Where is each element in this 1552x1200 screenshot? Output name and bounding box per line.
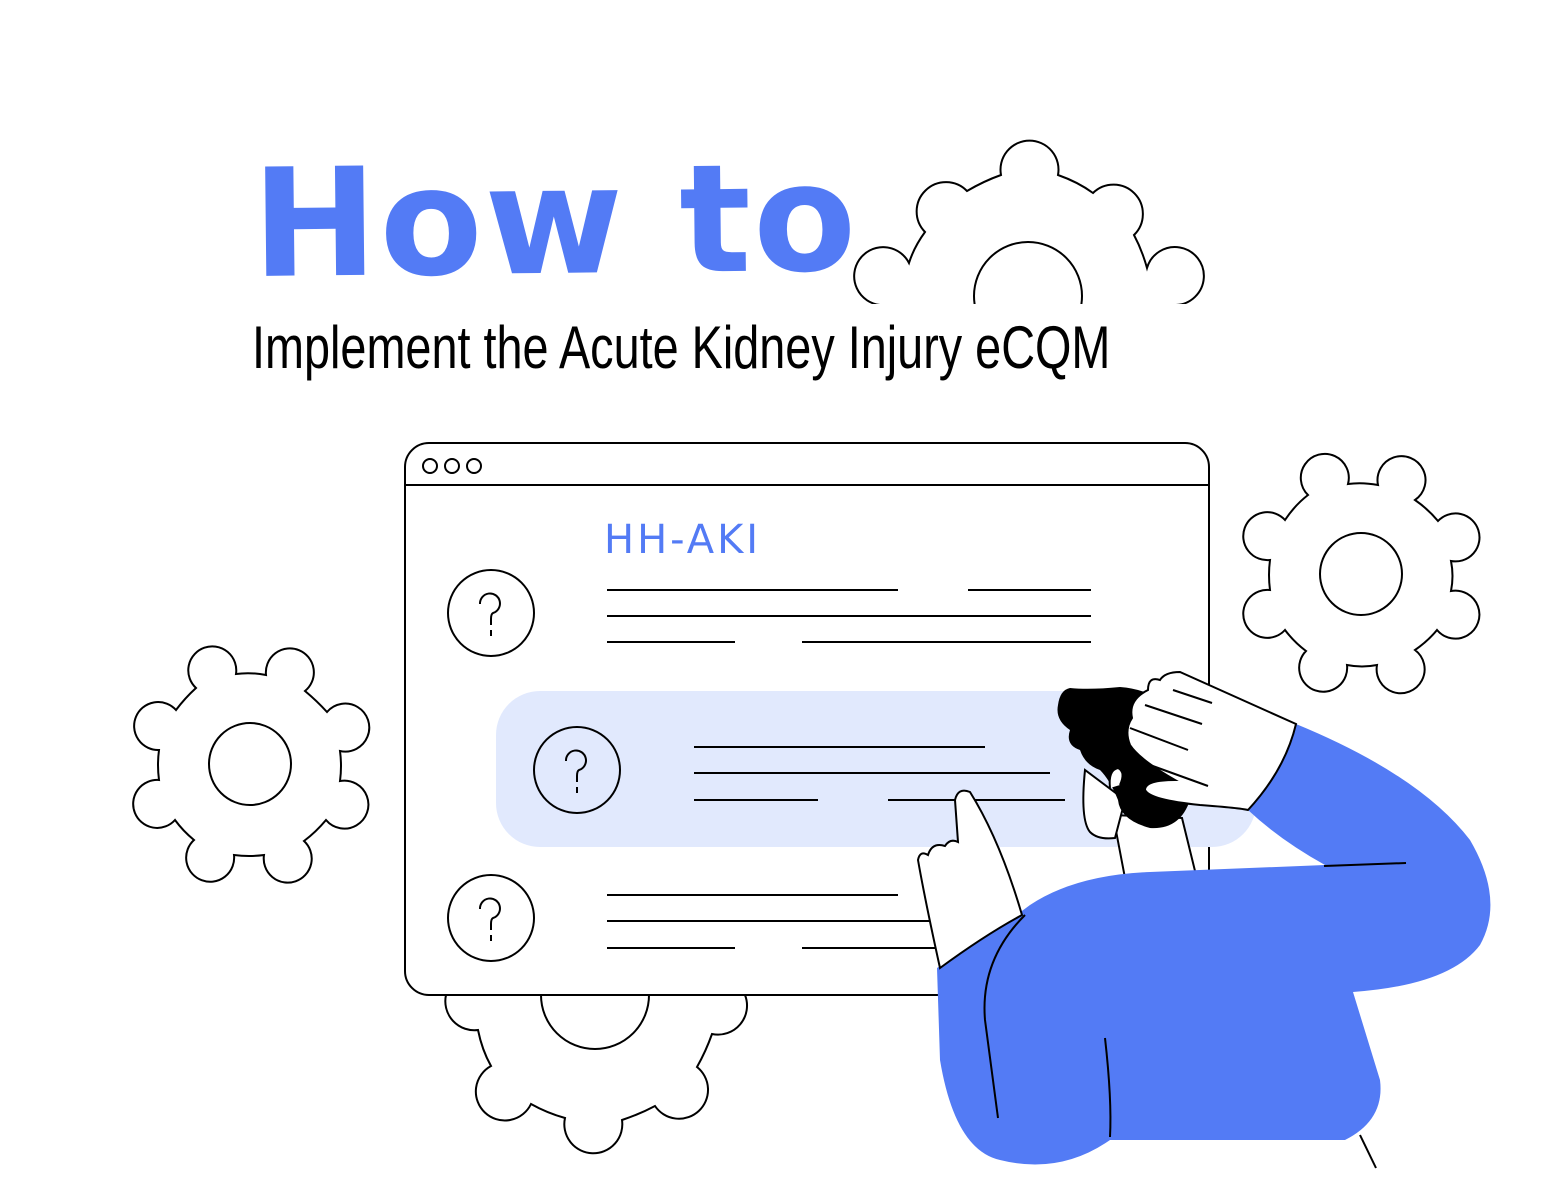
page-subtitle: Implement the Acute Kidney Injury eCQM bbox=[252, 314, 1111, 381]
window-dot-icon bbox=[466, 458, 482, 474]
list-item[interactable] bbox=[447, 874, 935, 962]
window-dot-icon bbox=[444, 458, 460, 474]
question-icon bbox=[533, 726, 621, 814]
browser-window bbox=[404, 442, 1256, 996]
window-dot-icon bbox=[422, 458, 438, 474]
gear-icon bbox=[444, 994, 748, 1155]
person-figure bbox=[916, 670, 1491, 1169]
question-icon bbox=[447, 569, 535, 657]
gear-icon bbox=[132, 645, 371, 884]
gear-icon bbox=[1242, 452, 1481, 695]
window-heading: HH-AKI bbox=[604, 517, 762, 563]
list-item[interactable] bbox=[447, 569, 1091, 657]
list-item-highlighted[interactable] bbox=[496, 691, 1256, 847]
title-how-to: How to bbox=[251, 131, 860, 312]
question-icon bbox=[447, 874, 535, 962]
gear-icon bbox=[853, 139, 1205, 304]
